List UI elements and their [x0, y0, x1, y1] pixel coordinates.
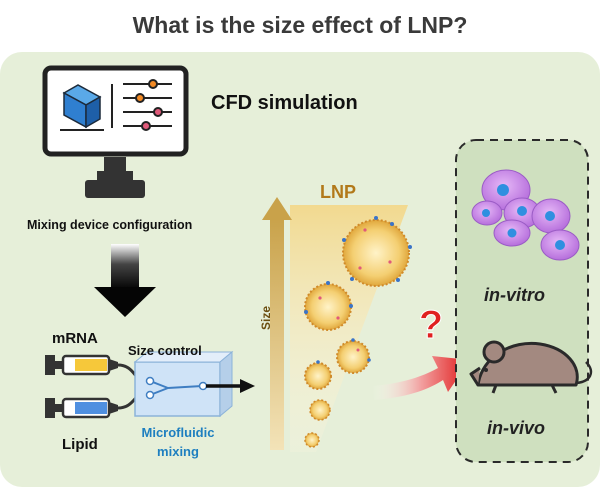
cfd-simulation-label: CFD simulation	[211, 92, 358, 114]
red-arrow-icon	[372, 356, 470, 400]
microfluidic-chip-icon	[133, 350, 234, 418]
size-control-label: Size control	[128, 343, 202, 358]
mixing-device-label: Mixing device configuration	[27, 218, 193, 232]
lipid-label: Lipid	[62, 436, 98, 453]
size-arrow	[262, 197, 292, 450]
lnp-particle-medium	[304, 283, 352, 331]
settings-sliders-icon	[123, 79, 172, 131]
in-vitro-label: in-vitro	[484, 285, 545, 305]
mrna-syringe-icon	[45, 354, 118, 376]
computer-monitor-icon	[42, 65, 189, 198]
svg-text:?: ?	[419, 303, 443, 347]
cube-icon	[60, 84, 113, 131]
lnp-label: LNP	[320, 182, 356, 202]
lnp-particles	[304, 216, 412, 448]
figure-title: What is the size effect of LNP?	[132, 12, 468, 38]
mouse-icon	[469, 340, 593, 394]
lnp-particle-large	[342, 219, 410, 287]
mrna-label: mRNA	[52, 330, 98, 347]
down-arrow-icon	[94, 244, 156, 317]
question-mark-icon: ?	[418, 303, 443, 348]
lnp-particle-tiny	[304, 432, 320, 448]
size-axis-label: Size	[259, 305, 273, 330]
lnp-particle-small	[304, 362, 332, 390]
lipid-syringe-icon	[45, 397, 118, 419]
lnp-particle-tiny	[309, 399, 331, 421]
in-vivo-label: in-vivo	[487, 418, 546, 438]
cells-icon	[471, 169, 580, 261]
microfluidic-mixing-label: Microfluidic mixing	[141, 425, 215, 459]
output-arrow-icon	[206, 379, 255, 393]
lnp-particle-small	[336, 340, 370, 374]
